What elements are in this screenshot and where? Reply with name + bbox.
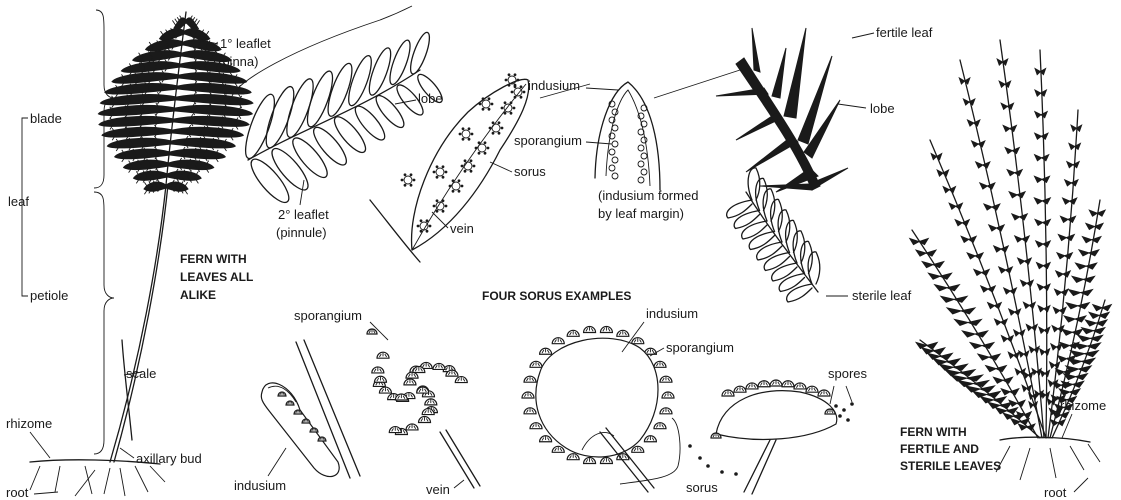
label-leaflet1-line2: (pinna) [218,54,258,69]
fern-fertile-sterile-illustration [910,40,1111,480]
label-sterile-leaf: sterile leaf [852,288,912,303]
sorus-example-3 [522,326,674,492]
heading-fern-leaves-alike-3: ALIKE [180,288,216,302]
label-leaflet2-line2: (pinnule) [276,225,327,240]
label-root-right: root [1044,485,1067,500]
label-indusium-bottom1: indusium [234,478,286,493]
label-vein-bottom: vein [426,482,450,497]
label-sporangium-bottom1: sporangium [294,308,362,323]
heading-four-sorus: FOUR SORUS EXAMPLES [482,289,631,303]
heading-fern-leaves-alike-2: LEAVES ALL [180,270,253,284]
heading-fern-fertile-3: STERILE LEAVES [900,459,1001,473]
label-blade: blade [30,111,62,126]
label-indusium-top: indusium [528,78,580,93]
leaf-margin-indusium-illustration [595,82,660,190]
pinna-bracket [232,6,412,96]
label-leaflet2-line1: 2° leaflet [278,207,329,222]
label-indusium-note-1: (indusium formed [598,188,698,203]
label-leaf: leaf [8,194,29,209]
heading-fern-fertile-1: FERN WITH [900,425,967,439]
heading-fern-leaves-alike-1: FERN WITH [180,252,247,266]
sorus-example-4 [688,380,854,494]
label-sorus-bottom: sorus [686,480,718,495]
sorus-example-2 [367,329,480,488]
label-fertile-leaf: fertile leaf [876,25,933,40]
label-sorus-mid: sorus [514,164,546,179]
label-sporangium-top: sporangium [514,133,582,148]
sorus-example-1 [261,340,360,478]
label-vein-mid: vein [450,221,474,236]
label-indusium-bottom2: indusium [646,306,698,321]
label-petiole: petiole [30,288,68,303]
label-rhizome-left: rhizome [6,416,52,431]
label-axillary-bud: axillary bud [136,451,202,466]
label-leaflet1-line1: 1° leaflet [220,36,271,51]
label-rhizome-right: rhizome [1060,398,1106,413]
label-lobe-right: lobe [870,101,895,116]
label-indusium-note-2: by leaf margin) [598,206,684,221]
heading-fern-fertile-2: FERTILE AND [900,442,979,456]
left-bracket [22,10,114,454]
label-lobe-left: lobe [418,91,443,106]
fertile-leaf-illustration [716,28,848,192]
label-root-left: root [6,485,29,500]
label-spores: spores [828,366,868,381]
label-sporangium-bottom2: sporangium [666,340,734,355]
